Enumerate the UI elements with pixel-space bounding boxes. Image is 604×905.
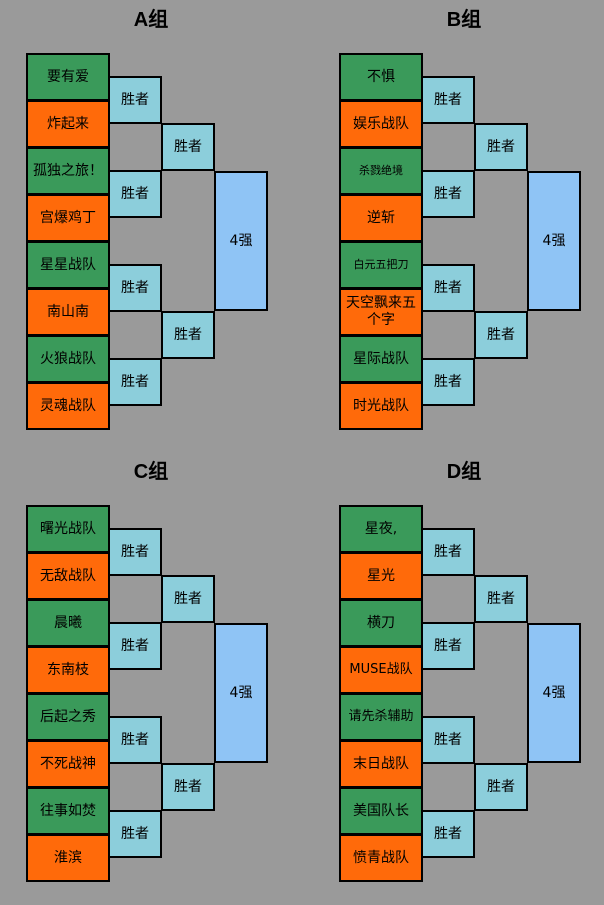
winner-slot: 胜者	[108, 76, 162, 124]
team-slot: 无敌战队	[26, 552, 110, 600]
team-slot: 星星战队	[26, 241, 110, 289]
winner-slot: 胜者	[421, 358, 475, 406]
group-title: C组	[133, 461, 169, 483]
team-slot: 时光战队	[339, 382, 423, 430]
semi-winner-slot: 胜者	[474, 311, 528, 359]
team-slot: 炸起来	[26, 100, 110, 148]
team-slot: 孤独之旅！	[26, 147, 110, 195]
team-slot: 淮滨	[26, 834, 110, 882]
top4-slot: 4强	[527, 623, 581, 763]
winner-slot: 胜者	[108, 528, 162, 576]
semi-winner-slot: 胜者	[474, 763, 528, 811]
winner-slot: 胜者	[108, 716, 162, 764]
team-slot: 不惧	[339, 53, 423, 101]
winner-slot: 胜者	[108, 170, 162, 218]
winner-slot: 胜者	[421, 76, 475, 124]
group-c: C组 曙光战队 无敌战队 晨曦 东南枝 后起之秀 不死战神 往事如焚 淮滨 胜者…	[0, 452, 302, 904]
team-slot: 美国队长	[339, 787, 423, 835]
winner-slot: 胜者	[421, 810, 475, 858]
semi-winner-slot: 胜者	[161, 311, 215, 359]
group-title: A组	[133, 9, 169, 31]
team-slot: 天空飘来五个字	[339, 288, 423, 336]
winner-slot: 胜者	[108, 622, 162, 670]
semi-winner-slot: 胜者	[161, 575, 215, 623]
team-slot: 末日战队	[339, 740, 423, 788]
team-slot: 横刀	[339, 599, 423, 647]
team-slot: 不死战神	[26, 740, 110, 788]
semi-winner-slot: 胜者	[474, 123, 528, 171]
team-slot: 请先杀辅助	[339, 693, 423, 741]
winner-slot: 胜者	[421, 264, 475, 312]
winner-slot: 胜者	[108, 810, 162, 858]
team-slot: 逆斩	[339, 194, 423, 242]
team-slot: 星夜,	[339, 505, 423, 553]
group-title: D组	[446, 461, 482, 483]
winner-slot: 胜者	[421, 170, 475, 218]
team-slot: 南山南	[26, 288, 110, 336]
team-slot: 要有爱	[26, 53, 110, 101]
semi-winner-slot: 胜者	[161, 123, 215, 171]
group-b: B组 不惧 娱乐战队 杀戮绝境 逆斩 白元五把刀 天空飘来五个字 星际战队 时光…	[313, 0, 604, 452]
winner-slot: 胜者	[108, 264, 162, 312]
team-slot: 白元五把刀	[339, 241, 423, 289]
team-slot: 后起之秀	[26, 693, 110, 741]
group-a: A组 要有爱 炸起来 孤独之旅！ 宫爆鸡丁 星星战队 南山南 火狼战队 灵魂战队…	[0, 0, 302, 452]
team-slot: 火狼战队	[26, 335, 110, 383]
top4-slot: 4强	[527, 171, 581, 311]
group-d: D组 星夜, 星光 横刀 MUSE战队 请先杀辅助 末日战队 美国队长 愤青战队…	[313, 452, 604, 904]
team-slot: 杀戮绝境	[339, 147, 423, 195]
team-slot: MUSE战队	[339, 646, 423, 694]
top4-slot: 4强	[214, 171, 268, 311]
team-slot: 往事如焚	[26, 787, 110, 835]
winner-slot: 胜者	[108, 358, 162, 406]
winner-slot: 胜者	[421, 716, 475, 764]
top4-slot: 4强	[214, 623, 268, 763]
team-slot: 娱乐战队	[339, 100, 423, 148]
winner-slot: 胜者	[421, 622, 475, 670]
team-slot: 曙光战队	[26, 505, 110, 553]
team-slot: 晨曦	[26, 599, 110, 647]
team-slot: 灵魂战队	[26, 382, 110, 430]
team-slot: 星际战队	[339, 335, 423, 383]
semi-winner-slot: 胜者	[474, 575, 528, 623]
team-slot: 东南枝	[26, 646, 110, 694]
team-slot: 星光	[339, 552, 423, 600]
winner-slot: 胜者	[421, 528, 475, 576]
team-slot: 愤青战队	[339, 834, 423, 882]
group-title: B组	[446, 9, 482, 31]
team-slot: 宫爆鸡丁	[26, 194, 110, 242]
semi-winner-slot: 胜者	[161, 763, 215, 811]
